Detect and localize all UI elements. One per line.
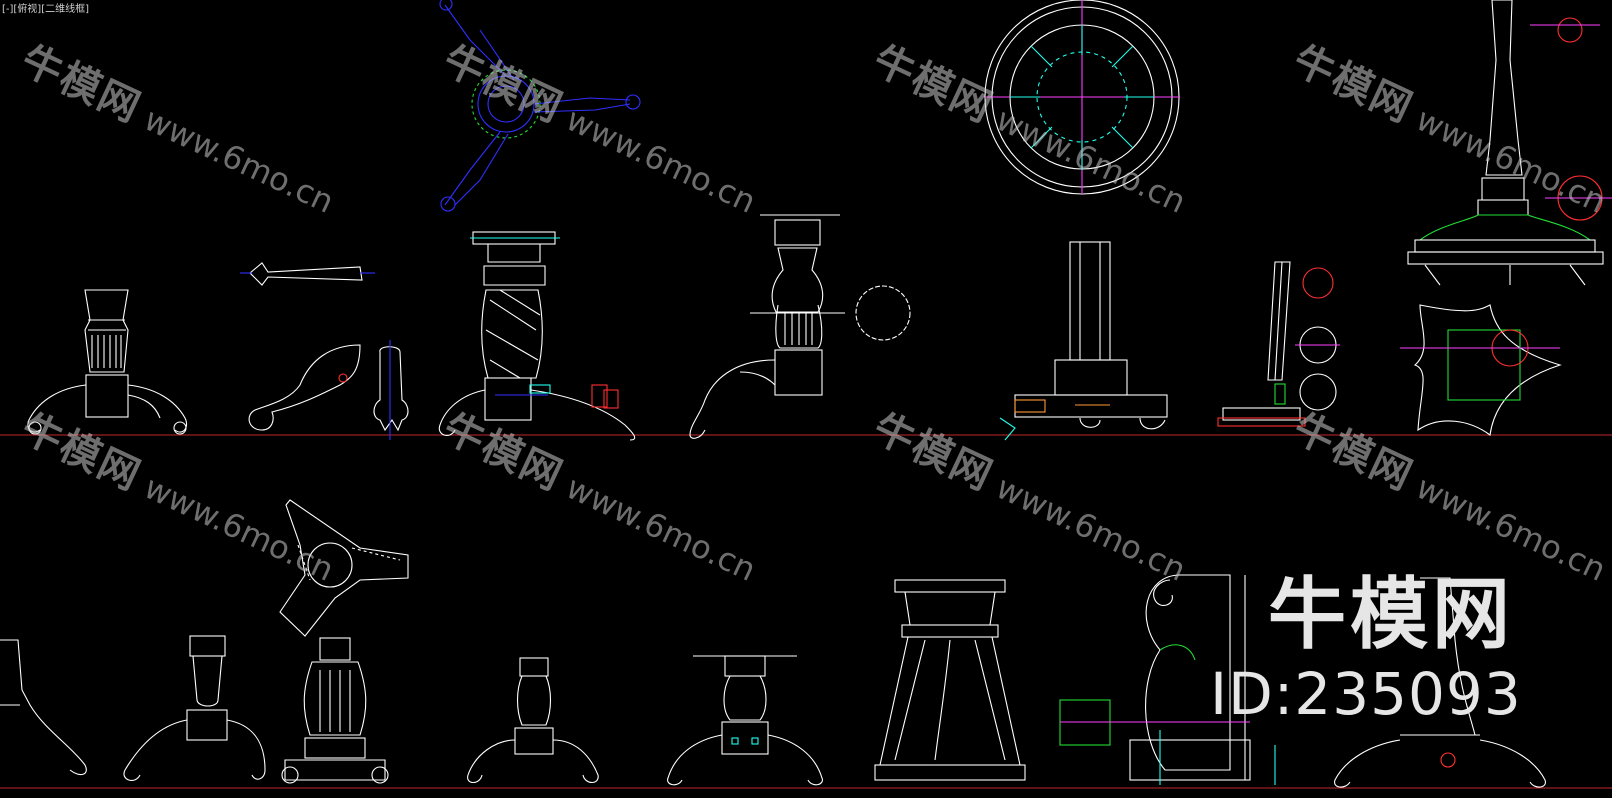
- tripod-top-view[interactable]: [279, 499, 409, 637]
- scroll-bracket-section[interactable]: [1059, 574, 1276, 785]
- plate-top-tripod-pedestal[interactable]: [667, 655, 823, 786]
- carved-vase-pedestal[interactable]: [281, 637, 389, 784]
- cross-base-top-view[interactable]: [1400, 304, 1562, 436]
- tall-column-ornate-base[interactable]: [1407, 0, 1612, 286]
- small-tripod-pedestal[interactable]: [467, 657, 599, 784]
- cabriole-leg-side[interactable]: [248, 344, 361, 431]
- twisted-column-pedestal[interactable]: [438, 231, 636, 441]
- brand-logo-text: 牛模网: [1268, 570, 1515, 660]
- model-id-text: ID:235093: [1210, 660, 1522, 728]
- horizontal-leg-profile[interactable]: [240, 262, 375, 286]
- half-pedestal-left-edge[interactable]: [0, 639, 87, 776]
- square-column-base[interactable]: [999, 241, 1168, 441]
- round-rosette-detail[interactable]: [855, 285, 911, 341]
- turned-column-leg[interactable]: [689, 214, 845, 439]
- flared-acanthus-pedestal[interactable]: [874, 579, 1026, 781]
- claw-foot-pedestal[interactable]: [27, 289, 188, 435]
- viewport-label[interactable]: [-][俯视][二维线框]: [2, 4, 90, 15]
- thin-column-with-rosettes[interactable]: [1217, 261, 1340, 427]
- round-carved-top-view[interactable]: [984, 0, 1180, 195]
- tripod-top-view-selected[interactable]: [439, 0, 641, 212]
- right-tripod-pedestal[interactable]: [1334, 577, 1546, 788]
- claw-foot-front[interactable]: [373, 340, 409, 440]
- simple-tripod-pedestal[interactable]: [123, 635, 266, 781]
